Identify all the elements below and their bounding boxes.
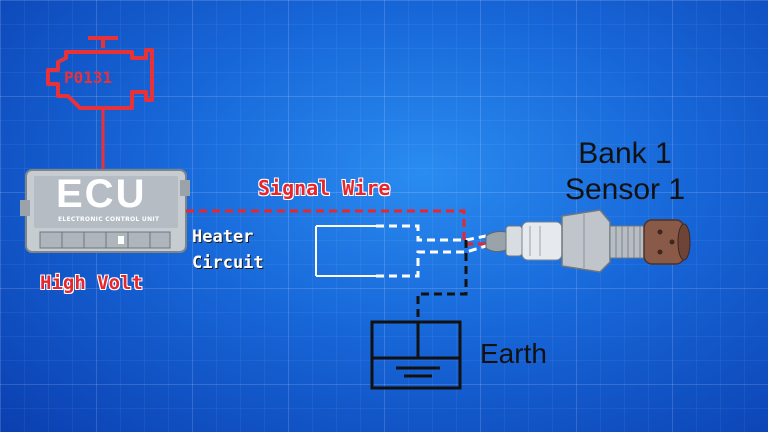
heater-circuit-line1: Heater bbox=[192, 227, 254, 247]
signal-wire-label: Signal Wire bbox=[258, 176, 391, 200]
heater-circuit-line2: Circuit bbox=[192, 253, 264, 273]
ecu-module bbox=[20, 169, 190, 253]
check-engine-icon bbox=[46, 36, 154, 110]
heater-wire-lower bbox=[376, 244, 487, 278]
ecu-title: ECU bbox=[56, 172, 147, 216]
ecu-subtitle: ELECTRONIC CONTROL UNIT bbox=[58, 216, 160, 223]
oxygen-sensor bbox=[485, 209, 691, 273]
ground-wire bbox=[416, 240, 468, 330]
heater-wire-upper bbox=[376, 224, 487, 242]
trouble-code-label: P0131 bbox=[64, 68, 113, 87]
high-volt-label: High Volt bbox=[40, 272, 143, 294]
sensor-label-line2: Sensor 1 bbox=[564, 173, 686, 206]
earth-label: Earth bbox=[480, 338, 547, 369]
sensor-label: Bank 1 Sensor 1 bbox=[530, 136, 720, 208]
sensor-label-line1: Bank 1 bbox=[578, 137, 672, 170]
heater-circuit-label: Heater Circuit bbox=[192, 224, 264, 276]
ground-symbol-icon bbox=[370, 320, 462, 390]
